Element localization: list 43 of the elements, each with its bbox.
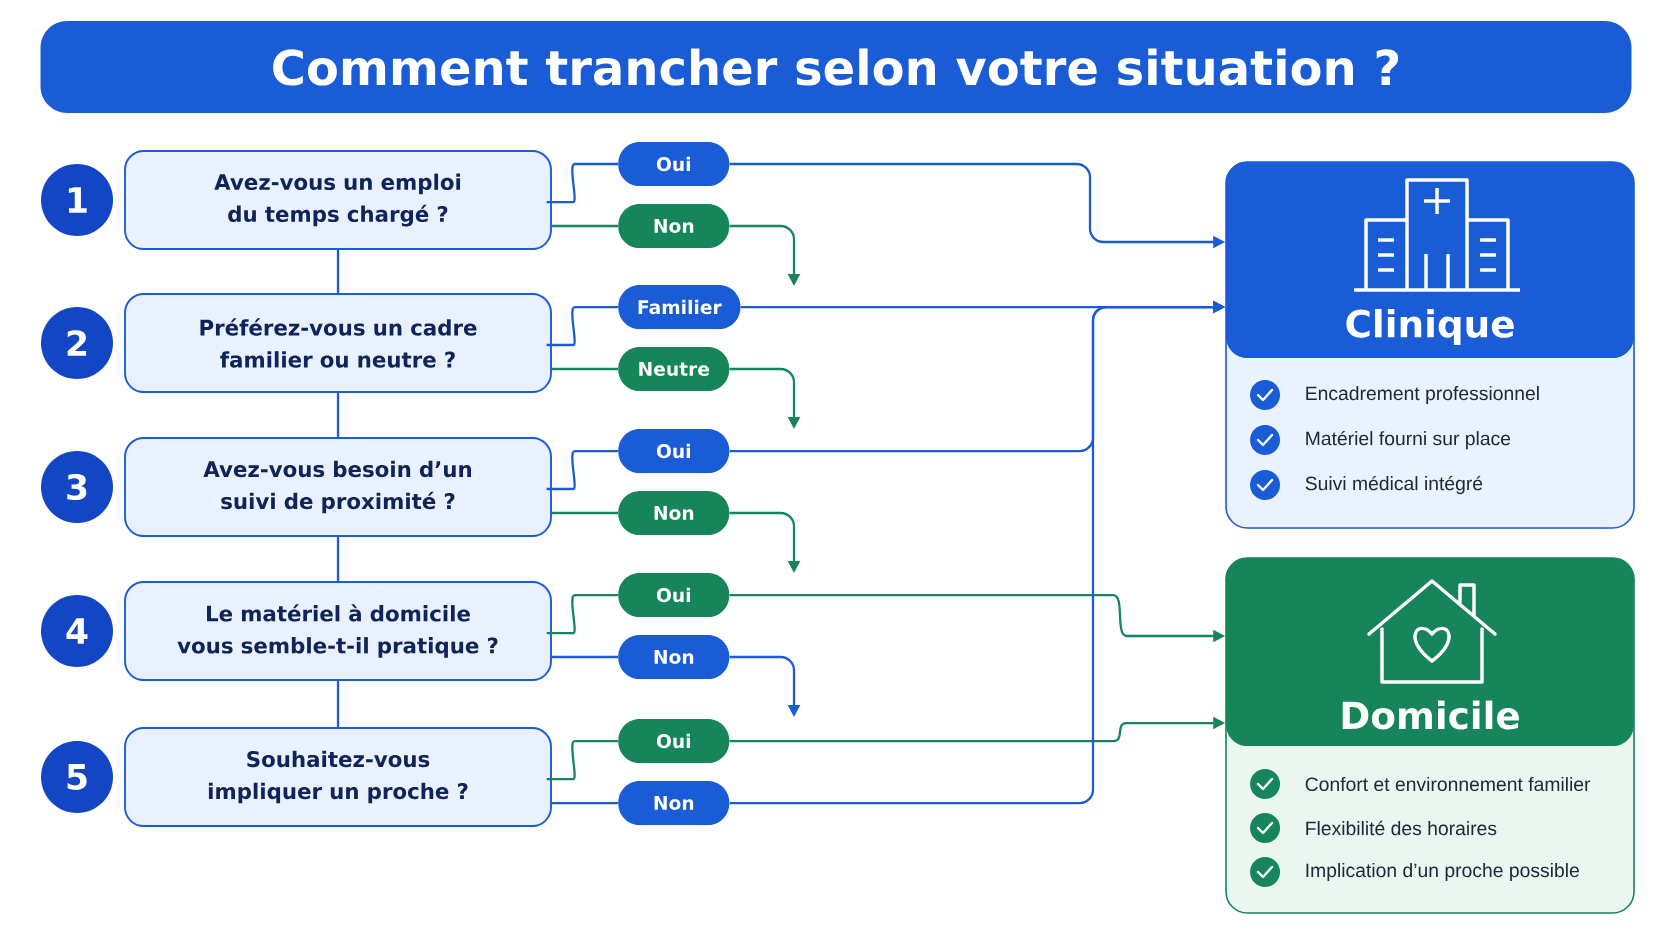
answer-pill: Non [618, 781, 730, 825]
answer-pill: Familier [618, 285, 741, 329]
question-box: Avez-vous besoin d’un suivi de proximité ? [124, 437, 552, 537]
step-number: 1 [41, 164, 113, 236]
title-banner: Comment trancher selon votre situation ? [40, 21, 1632, 113]
connector-line [336, 680, 340, 728]
checklist-item: Confort et environnement familier [1305, 776, 1591, 792]
connector-line [545, 449, 618, 491]
connector-line [545, 162, 618, 204]
checklist-item: Matériel fourni sur place [1306, 430, 1511, 450]
connector-line [551, 801, 618, 805]
question-box: Le matériel à domicile vous semble-t-il pratique ? [124, 581, 552, 681]
card-title: Clinique [1346, 308, 1514, 346]
question-box: Préférez-vous un cadre familier ou neutre ? [124, 293, 552, 393]
answer-pill: Oui [618, 142, 730, 186]
card-title: Domicile [1342, 700, 1519, 730]
checklist-item: Encadrement professionnel [1306, 386, 1539, 404]
connector-line [551, 367, 618, 371]
step-number: 3 [41, 451, 113, 523]
answer-pill: Non [618, 204, 730, 248]
checklist-item: Flexibilité des horaires [1306, 820, 1497, 836]
answer-pill: Oui [618, 573, 730, 617]
answer-pill: Non [618, 635, 730, 679]
checklist-item: Implication d’un proche possible [1306, 863, 1579, 882]
connector-line [551, 511, 618, 515]
answer-pill: Oui [618, 429, 730, 473]
connector-line [336, 249, 340, 294]
connector-line [336, 392, 340, 438]
answer-pill: Neutre [618, 347, 730, 391]
connector-line [336, 536, 340, 582]
question-box: Souhaitez-vous impliquer un proche ? [124, 727, 552, 827]
connector-line [545, 739, 618, 781]
answer-pill: Non [618, 491, 730, 535]
step-number: 5 [41, 741, 113, 813]
step-number: 4 [41, 595, 113, 667]
connector-line [545, 305, 618, 347]
answer-pill: Oui [618, 719, 730, 763]
checklist-item: Suivi médical intégré [1305, 475, 1483, 495]
connector-line [551, 224, 618, 228]
connector-line [545, 593, 618, 635]
step-number: 2 [41, 307, 113, 379]
connector-line [551, 655, 618, 659]
question-box: Avez-vous un emploi du temps chargé ? [124, 150, 552, 250]
